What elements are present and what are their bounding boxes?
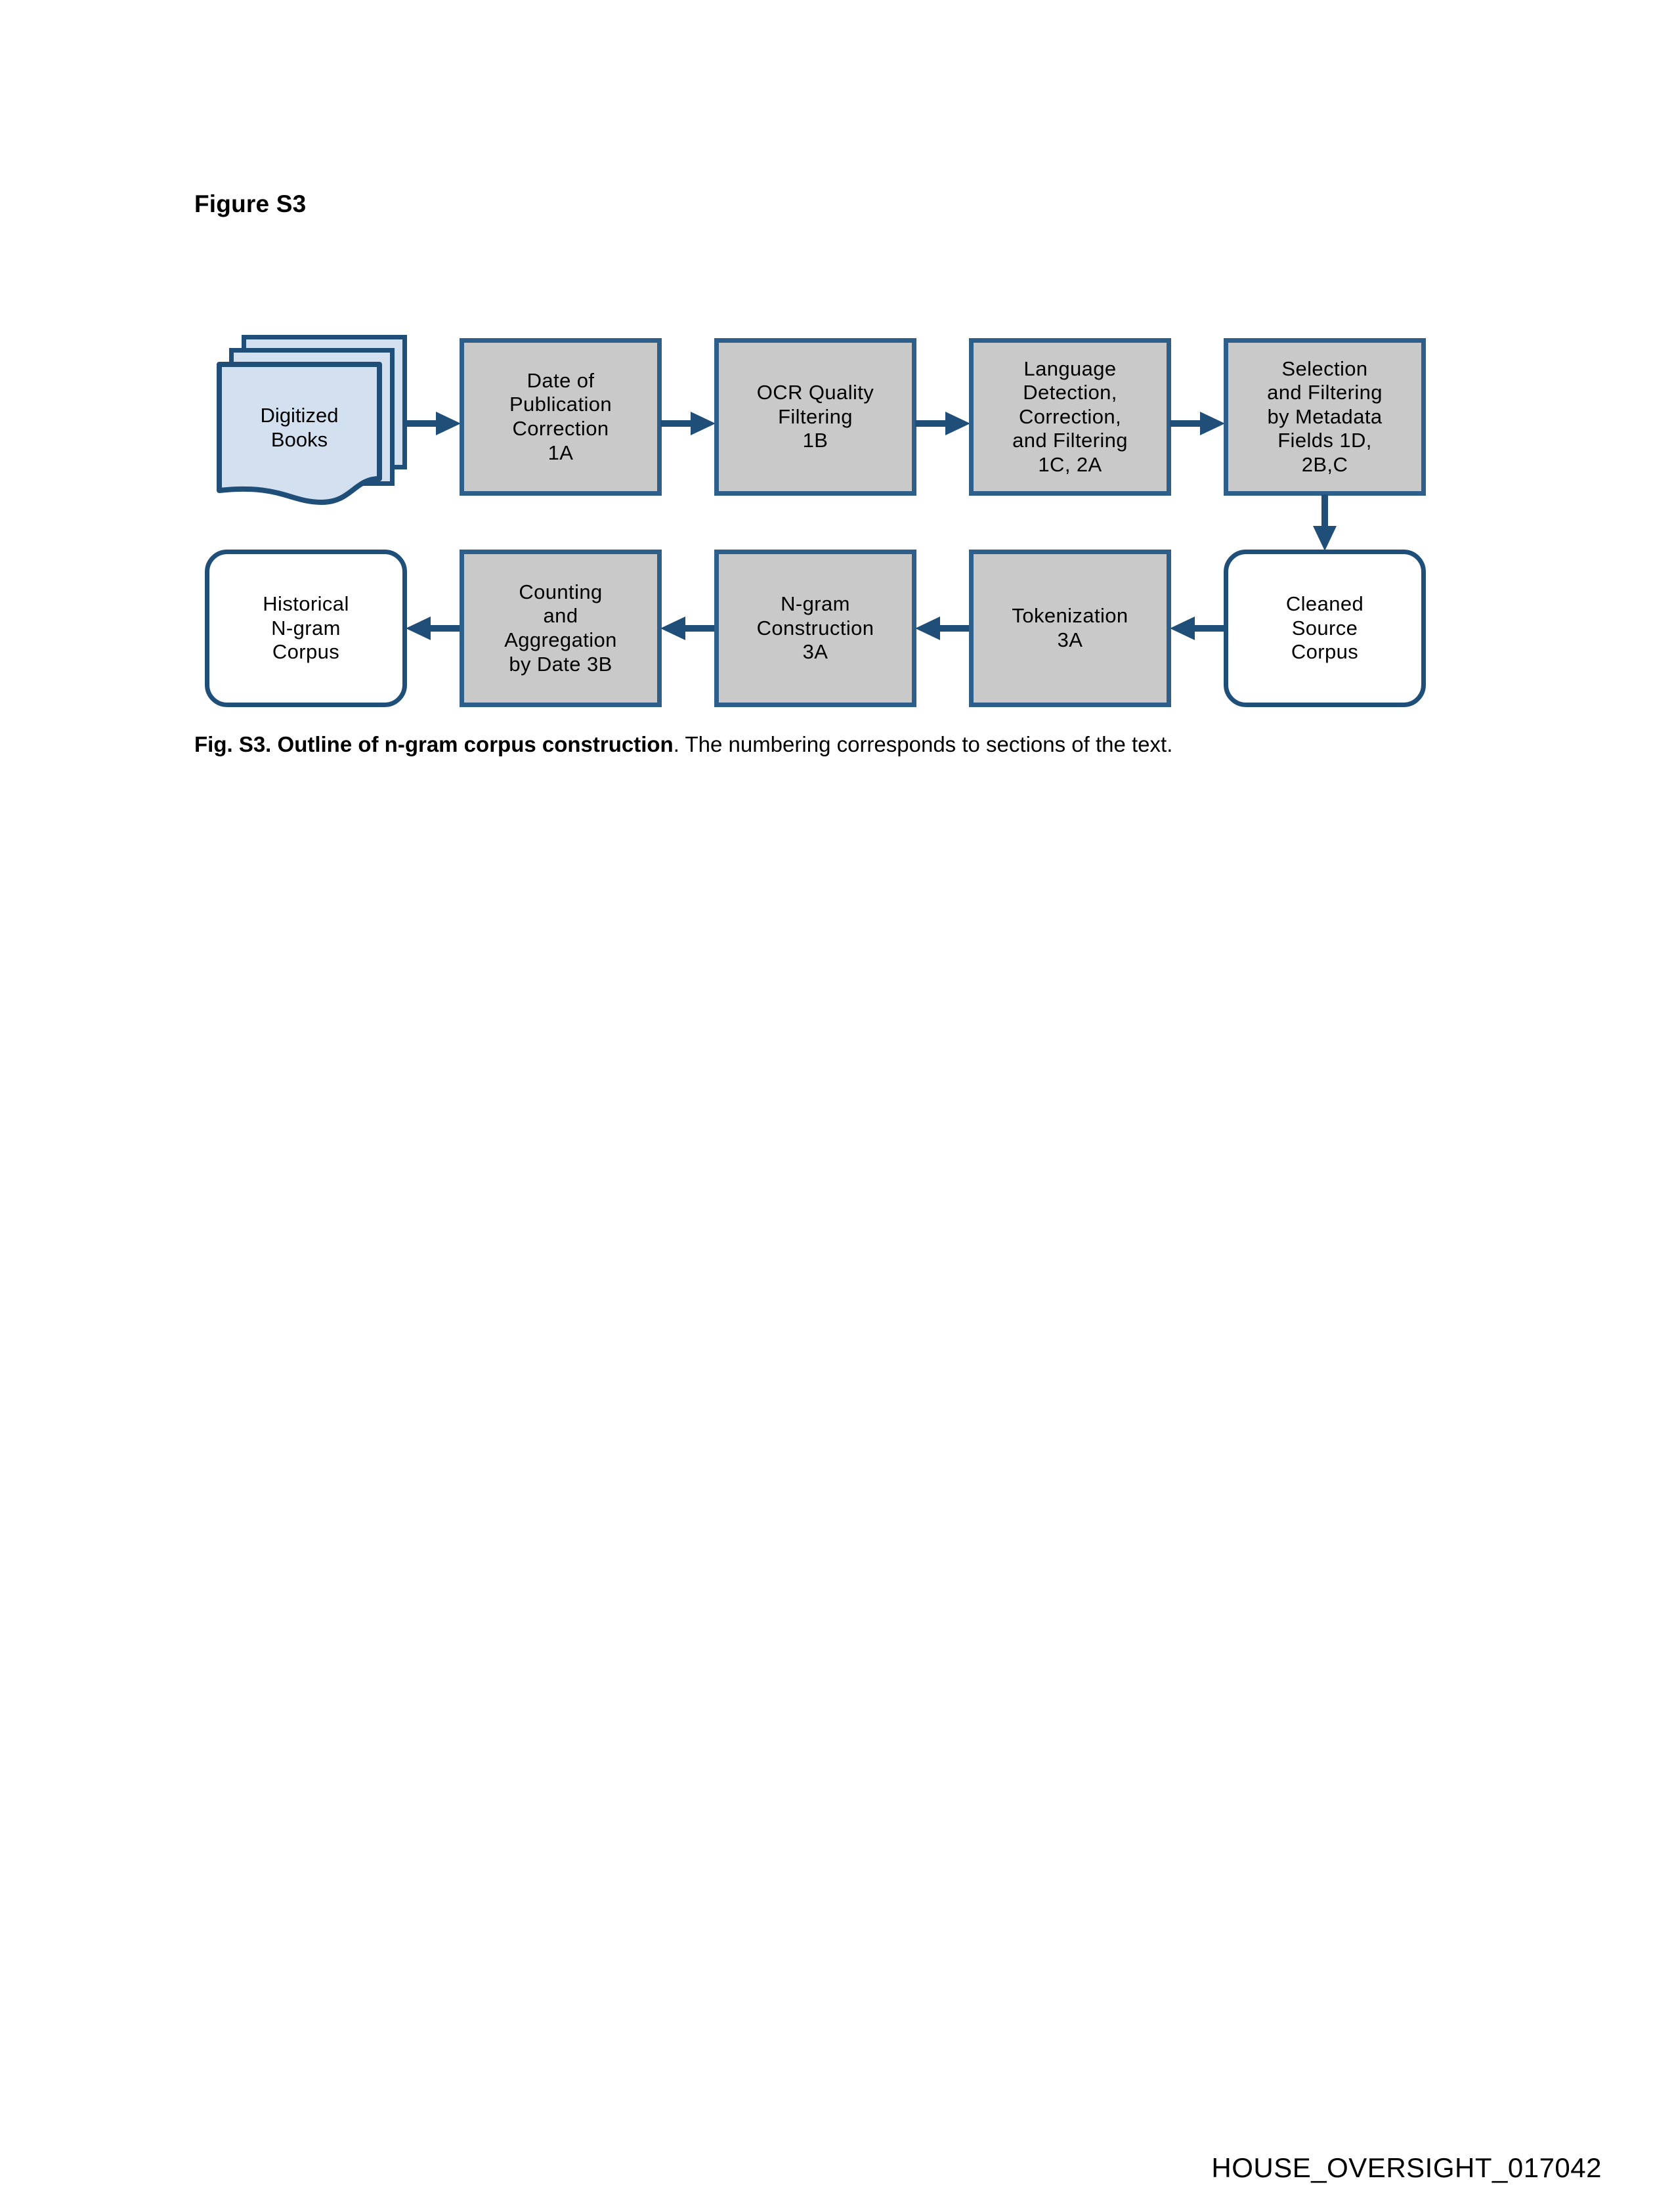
flow-node-ocr-quality-filtering: OCR Quality Filtering 1B — [714, 338, 916, 496]
arrow-metadata-selection-to-cleaned-source-corpus — [1312, 494, 1338, 551]
flow-node-label-n-gram-construction: N-gram Construction 3A — [756, 592, 874, 664]
flow-node-label-digitized-books: Digitized Books — [260, 403, 339, 451]
arrow-digitized-books-to-date-correction — [406, 410, 461, 437]
page-title: Figure S3 — [194, 190, 307, 217]
flow-node-label-language-detection-correction-filtering: Language Detection, Correction, and Filt… — [1012, 357, 1128, 476]
arrow-counting-aggregation-to-historical-corpus — [406, 615, 461, 641]
bates-stamp: HOUSE_OVERSIGHT_017042 — [1211, 2152, 1602, 2183]
arrow-tokenization-to-n-gram-construction — [915, 615, 970, 641]
flow-node-label-selection-filtering-by-metadata: Selection and Filtering by Metadata Fiel… — [1267, 357, 1383, 476]
flow-node-digitized-books: Digitized Books — [217, 335, 407, 509]
figure-caption-bold: Fig. S3. Outline of n-gram corpus constr… — [194, 732, 674, 756]
arrow-n-gram-construction-to-counting-aggregation — [660, 615, 716, 641]
flow-node-label-date-of-publication-correction: Date of Publication Correction 1A — [509, 368, 612, 464]
flow-node-selection-filtering-by-metadata: Selection and Filtering by Metadata Fiel… — [1224, 338, 1426, 496]
arrow-cleaned-source-corpus-to-tokenization — [1170, 615, 1225, 641]
flow-node-cleaned-source-corpus: Cleaned Source Corpus — [1224, 550, 1426, 707]
flow-node-n-gram-construction: N-gram Construction 3A — [714, 550, 916, 707]
flowchart-diagram: Digitized Books Date of Publication Corr… — [0, 299, 1674, 719]
flow-node-language-detection-correction-filtering: Language Detection, Correction, and Filt… — [969, 338, 1171, 496]
arrow-language-detection-to-metadata-selection — [1170, 410, 1225, 437]
document-sheet-front-icon — [217, 362, 382, 509]
flow-node-historical-n-gram-corpus: Historical N-gram Corpus — [205, 550, 407, 707]
flow-node-label-ocr-quality-filtering: OCR Quality Filtering 1B — [756, 381, 874, 452]
flow-node-counting-and-aggregation-by-date: Counting and Aggregation by Date 3B — [460, 550, 662, 707]
flow-node-label-tokenization: Tokenization 3A — [1012, 604, 1128, 651]
flow-node-label-counting-and-aggregation-by-date: Counting and Aggregation by Date 3B — [504, 580, 617, 676]
arrow-date-correction-to-ocr-filtering — [660, 410, 716, 437]
flow-node-label-historical-n-gram-corpus: Historical N-gram Corpus — [263, 592, 349, 664]
arrow-ocr-filtering-to-language-detection — [915, 410, 970, 437]
flow-node-label-cleaned-source-corpus: Cleaned Source Corpus — [1285, 592, 1364, 664]
flow-node-tokenization: Tokenization 3A — [969, 550, 1171, 707]
figure-caption-rest: . The numbering corresponds to sections … — [673, 732, 1173, 756]
flow-node-date-of-publication-correction: Date of Publication Correction 1A — [460, 338, 662, 496]
figure-caption: Fig. S3. Outline of n-gram corpus constr… — [194, 730, 1494, 760]
